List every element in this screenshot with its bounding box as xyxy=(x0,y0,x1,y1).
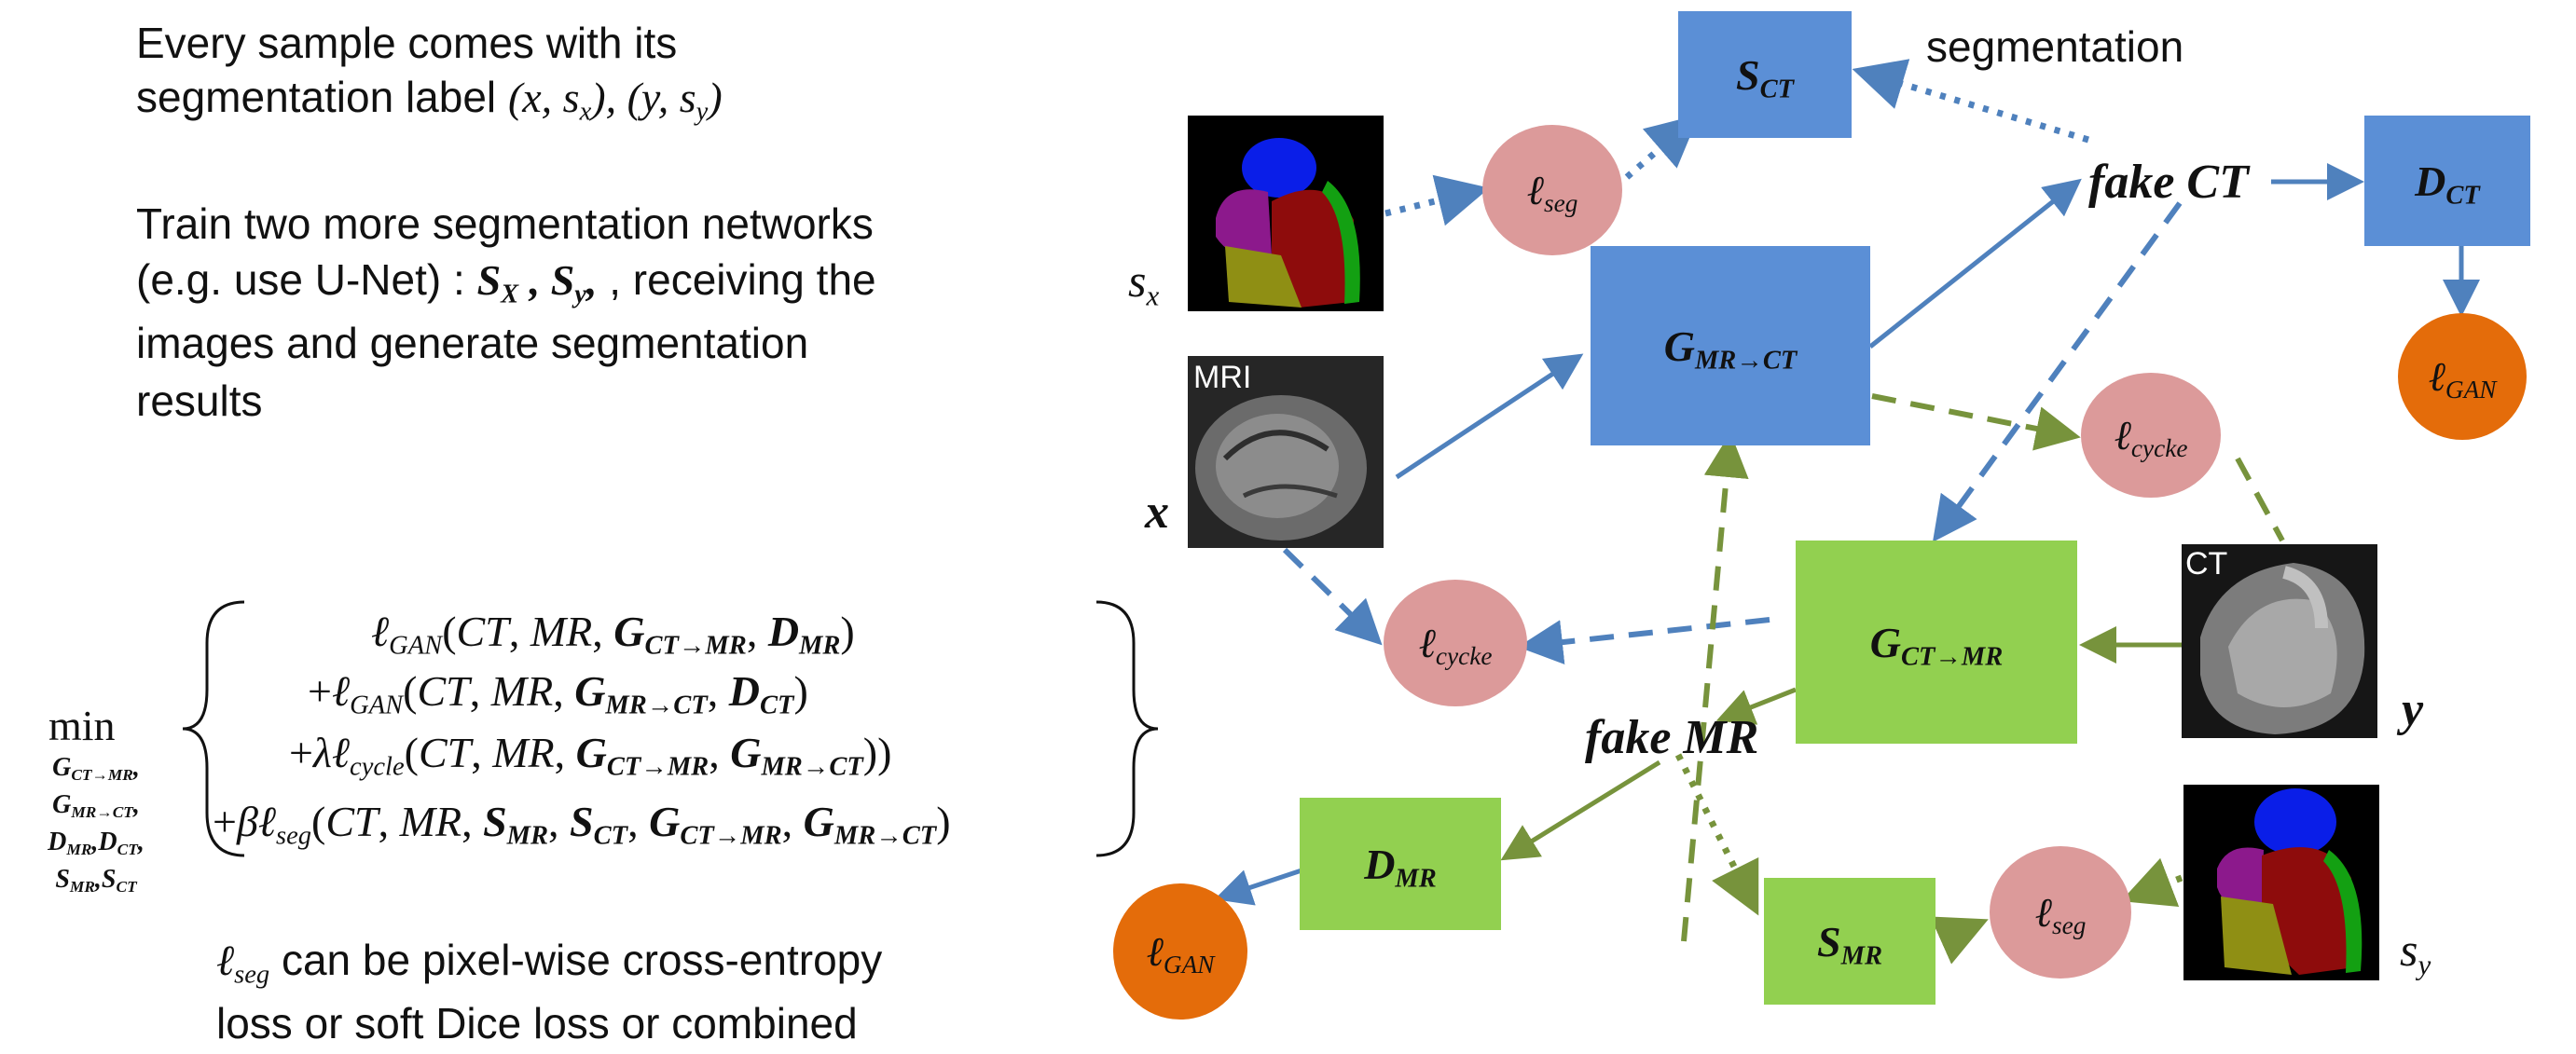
seg-loss-symbol: ℓseg xyxy=(216,937,270,990)
train-line-4: results xyxy=(136,376,263,425)
seg-networks-symbols: SX , Sy, xyxy=(476,256,598,309)
fake-mr-label: fake MR xyxy=(1585,711,1759,764)
segmentation-label-image-x xyxy=(1188,116,1384,311)
s-mr-box: SMR xyxy=(1764,878,1935,1005)
min-variables: GCT→MR,GMR→CT,DMR,DCT,SMR,SCT xyxy=(48,753,145,897)
g-mr-ct-box: GMR→CT xyxy=(1591,246,1870,445)
train-line-2-prefix: (e.g. use U-Net) : xyxy=(136,255,465,304)
objective-term-2: +ℓGAN(CT, MR, GMR→CT, DCT) xyxy=(308,667,808,720)
s-ct-box: SCT xyxy=(1678,11,1852,138)
segmentation-label: segmentation xyxy=(1926,22,2184,71)
objective-term-3: +λℓcycle(CT, MR, GCT→MR, GMR→CT)) xyxy=(289,729,892,782)
g-ct-mr-box: GCT→MR xyxy=(1796,541,2077,744)
gan-loss-ct: ℓGAN xyxy=(2398,313,2527,440)
ct-image: CT xyxy=(2182,544,2377,738)
objective-term-1: ℓGAN(CT, MR, GCT→MR, DMR) xyxy=(371,608,855,661)
ct-tag: CT xyxy=(2185,546,2228,582)
d-ct-box: DCT xyxy=(2364,116,2530,246)
segmentation-label-image-y xyxy=(2183,785,2379,980)
d-mr-box: DMR xyxy=(1300,798,1501,930)
gan-loss-mr: ℓGAN xyxy=(1113,883,1247,1020)
min-operator: min xyxy=(48,702,116,749)
s-y-label: sy xyxy=(2400,924,2431,981)
seg-loss-note-line-1: ℓseg can be pixel-wise cross-entropy xyxy=(216,934,883,990)
cycle-loss-ct: ℓcycke xyxy=(2081,373,2221,498)
intro-line-2-text: segmentation label xyxy=(136,73,497,121)
objective-term-4: +βℓseg(CT, MR, SMR, SCT, GCT→MR, GMR→CT) xyxy=(213,798,951,851)
train-line-2-suffix: , receiving the xyxy=(609,255,876,304)
seg-loss-note-text: can be pixel-wise cross-entropy xyxy=(281,936,883,984)
mri-image: MRI xyxy=(1188,356,1384,548)
intro-line-1: Every sample comes with its xyxy=(136,19,678,67)
seg-loss-note-line-2: loss or soft Dice loss or combined xyxy=(216,999,858,1047)
seg-loss-mr: ℓseg xyxy=(1990,846,2131,979)
cycle-loss-mr: ℓcycke xyxy=(1384,580,1527,706)
sample-label-pairs: (x, sx), (y, sy) xyxy=(507,74,723,127)
seg-loss-ct: ℓseg xyxy=(1482,125,1622,255)
s-x-label: sx xyxy=(1128,254,1160,312)
train-line-1: Train two more segmentation networks xyxy=(136,199,874,248)
fake-ct-label: fake CT xyxy=(2088,156,2249,209)
train-line-3: images and generate segmentation xyxy=(136,319,809,367)
y-label: y xyxy=(2402,683,2424,736)
intro-line-2: segmentation label (x, sx), (y, sy) xyxy=(136,71,723,127)
train-line-2: (e.g. use U-Net) : SX , Sy, , receiving … xyxy=(136,253,876,309)
mri-tag: MRI xyxy=(1193,360,1252,395)
x-label: x xyxy=(1145,486,1169,539)
